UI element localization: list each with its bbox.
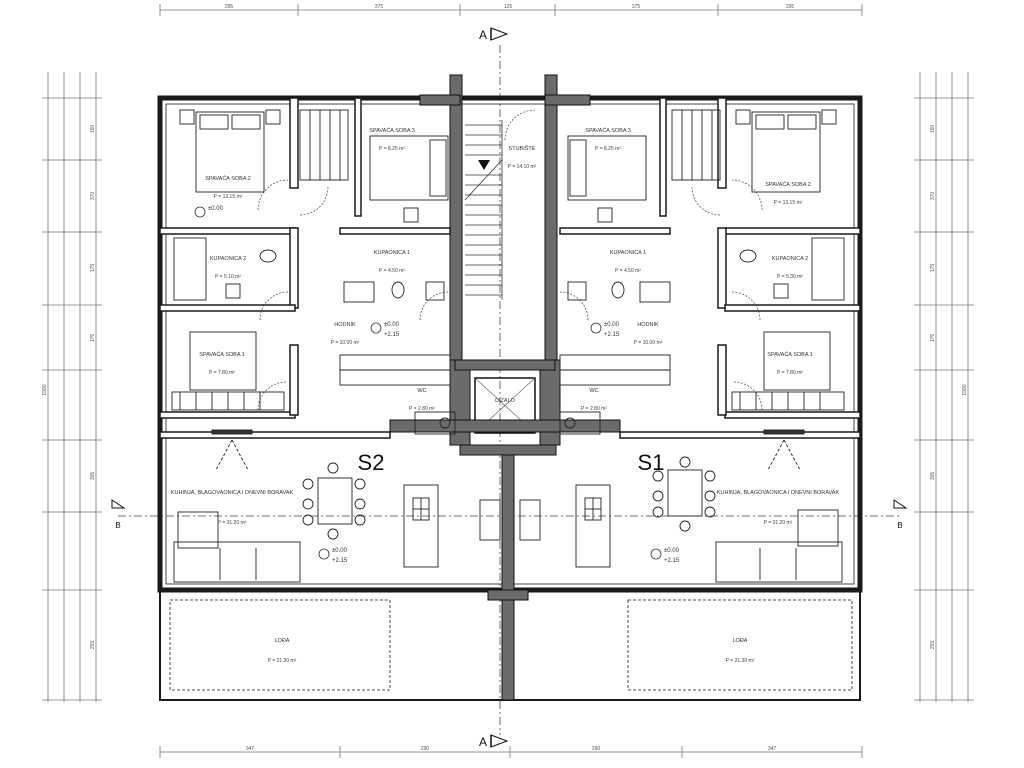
svg-text:±0.00: ±0.00 [604, 322, 620, 328]
dim-bottom-1: 347 [246, 746, 255, 752]
svg-text:±0.00: ±0.00 [664, 548, 680, 554]
room-s2-bathroom-2-name: KUPAONICA 2 [210, 256, 246, 262]
room-s2-hall-name: HODNIK [334, 322, 356, 328]
dimension-chains [42, 4, 974, 758]
stair-core [419, 74, 591, 446]
room-s1-bedroom-3-area: P = 8.25 m² [595, 146, 621, 152]
furniture-s1 [519, 109, 845, 583]
room-s1-living-name: KUHINJA, BLAGOVAONICA I DNEVNI BORAVAK [717, 490, 840, 496]
room-s2-bedroom-1-name: SPAVAĆA SOBA 1 [199, 351, 245, 358]
room-s2-wc-area: P = 2.80 m² [409, 406, 435, 412]
room-s1-bedroom-1-name: SPAVAĆA SOBA 1 [767, 351, 813, 358]
room-s1-bedroom-3-name: SPAVAĆA SOBA 3 [585, 127, 631, 134]
room-lift-name: DIZALO [495, 398, 516, 404]
room-s1-bedroom-2-name: SPAVAĆA SOBA 2 [765, 181, 811, 188]
room-s2-bathroom-1-name: KUPAONICA 1 [374, 250, 410, 256]
svg-text:+2.15: +2.15 [664, 558, 680, 564]
section-marker-b-right: B [893, 499, 908, 530]
dim-top-2: 375 [375, 4, 384, 10]
svg-text:B: B [115, 521, 120, 530]
party-wall [389, 419, 621, 701]
room-s1-loggia-name: LOĐA [733, 638, 748, 644]
interior-partitions [159, 97, 861, 439]
room-s1-loggia-area: P = 21.30 m² [726, 658, 755, 664]
room-s2-loggia-area: P = 21.30 m² [268, 658, 297, 664]
svg-text:B: B [897, 521, 902, 530]
section-marker-a-bottom: A [479, 734, 509, 749]
dim-bottom-2: 290 [421, 746, 430, 752]
dim-left-2: 370 [90, 192, 96, 201]
room-stairs-name: STUBIŠTE [509, 145, 536, 152]
dim-right-6: 255 [930, 641, 936, 650]
room-s1-wc-area: P = 2.80 m² [581, 406, 607, 412]
room-s2-bedroom-1-area: P = 7.80 m² [209, 370, 235, 376]
room-s2-bathroom-1-area: P = 4.50 m² [379, 268, 405, 274]
room-s1-bathroom-1-area: P = 4.50 m² [615, 268, 641, 274]
dim-left-overall: 1580 [42, 384, 48, 395]
dim-left-5: 305 [90, 472, 96, 481]
level-markers: ±0.00 ±0.00 +2.15 ±0.00 +2.15 ±0.00 +2.1… [194, 206, 680, 564]
dim-left-4: 175 [90, 334, 96, 343]
room-s2-loggia-name: LOĐA [275, 638, 290, 644]
furniture-s2 [171, 109, 501, 583]
dim-top-5: 295 [786, 4, 795, 10]
dim-top-4: 375 [632, 4, 641, 10]
room-s2-bedroom-2-name: SPAVAĆA SOBA 2 [205, 175, 251, 182]
svg-text:±0.00: ±0.00 [384, 322, 400, 328]
svg-text:+2.15: +2.15 [332, 558, 348, 564]
room-s2-hall-area: P = 10.00 m² [331, 340, 360, 346]
room-s2-living-name: KUHINJA, BLAGOVAONICA I DNEVNI BORAVAK [171, 490, 294, 496]
room-s1-hall-name: HODNIK [637, 322, 659, 328]
room-s1-hall-area: P = 10.00 m² [634, 340, 663, 346]
room-s2-bedroom-2-area: P = 13.15 m² [214, 194, 243, 200]
room-s1-bathroom-2-area: P = 5.30 m² [777, 274, 803, 280]
room-s1-bathroom-1-name: KUPAONICA 1 [610, 250, 646, 256]
dim-bottom-4: 347 [768, 746, 777, 752]
dim-right-3: 175 [930, 264, 936, 273]
dim-bottom-3: 290 [592, 746, 601, 752]
section-marker-a-top: A [479, 27, 509, 42]
unit-label-s1: S1 [638, 450, 665, 475]
room-labels: SPAVAĆA SOBA 2 P = 13.15 m² SPAVAĆA SOBA… [171, 127, 840, 664]
dim-top-1: 295 [225, 4, 234, 10]
dim-right-overall: 1580 [962, 384, 968, 395]
room-s1-bedroom-1-area: P = 7.80 m² [777, 370, 803, 376]
svg-text:+2.15: +2.15 [604, 332, 620, 338]
room-s1-living-area: P = 31.20 m² [764, 520, 793, 526]
svg-text:+2.15: +2.15 [384, 332, 400, 338]
dim-right-5: 305 [930, 472, 936, 481]
room-s1-bathroom-2-name: KUPAONICA 2 [772, 256, 808, 262]
room-s2-wc-name: WC [417, 388, 426, 394]
svg-text:A: A [479, 735, 487, 749]
dim-left-6: 255 [90, 641, 96, 650]
room-stairs-area: P = 14.10 m² [508, 164, 537, 170]
svg-text:±0.00: ±0.00 [208, 206, 224, 212]
dim-right-2: 370 [930, 192, 936, 201]
dim-right-1: 150 [930, 125, 936, 134]
room-s2-living-area: P = 31.20 m² [218, 520, 247, 526]
unit-label-s2: S2 [358, 450, 385, 475]
room-s2-bedroom-3-name: SPAVAĆA SOBA 3 [369, 127, 415, 134]
room-s2-bathroom-2-area: P = 5.10 m² [215, 274, 241, 280]
dimension-values: 295 375 125 375 295 347 290 290 347 150 … [42, 4, 968, 752]
dim-right-4: 175 [930, 334, 936, 343]
dim-left-3: 175 [90, 264, 96, 273]
room-s1-bedroom-2-area: P = 13.15 m² [774, 200, 803, 206]
svg-text:±0.00: ±0.00 [332, 548, 348, 554]
svg-text:A: A [479, 28, 487, 42]
room-s2-bedroom-3-area: P = 8.25 m² [379, 146, 405, 152]
section-marker-b-left: B [111, 499, 126, 530]
dim-top-3: 125 [504, 4, 513, 10]
dim-left-1: 150 [90, 125, 96, 134]
room-s1-wc-name: WC [589, 388, 598, 394]
